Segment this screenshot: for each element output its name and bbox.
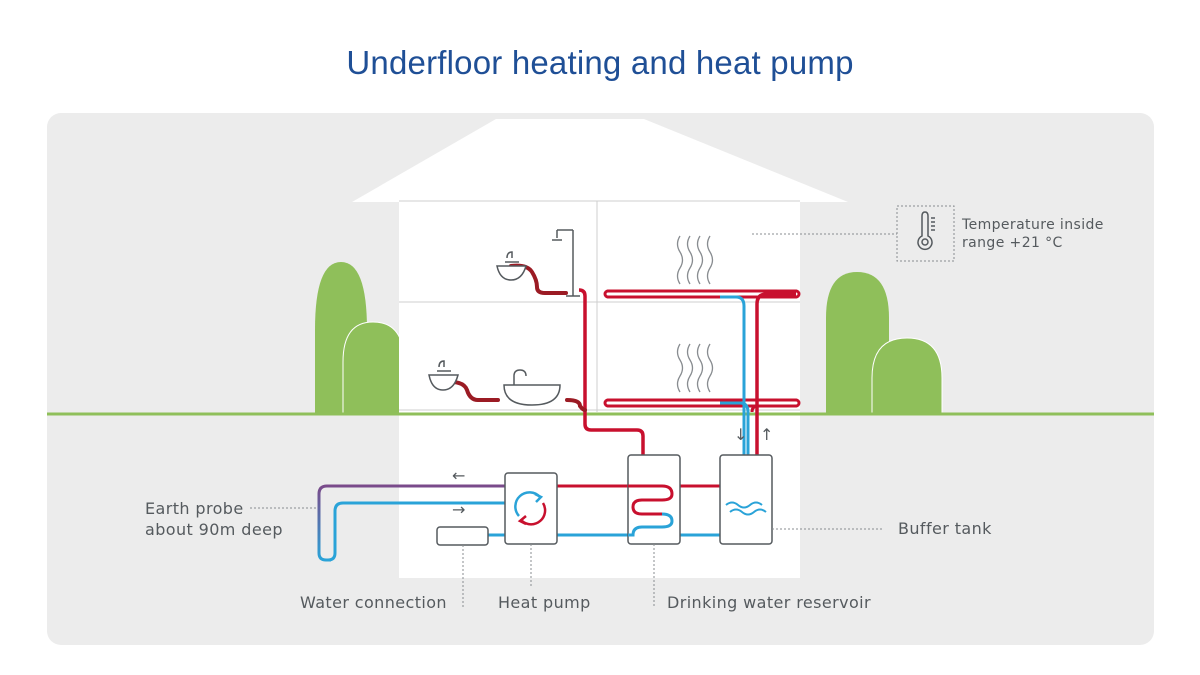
tree-left-group — [315, 262, 405, 416]
return-flow-arrow: ← — [452, 466, 466, 485]
sink-pipe-lower — [449, 380, 500, 402]
earth-probe-label-line1: Earth probe — [145, 499, 244, 518]
temperature-label: Temperature inside range +21 °C — [962, 216, 1104, 252]
drinking-water-reservoir-label: Drinking water reservoir — [667, 593, 871, 612]
sink-icon-lower — [428, 360, 459, 391]
buffer-supply-lower — [750, 404, 759, 413]
tree-right-small — [871, 337, 943, 416]
up-flow-arrow: ↑ — [760, 425, 774, 444]
leader-lines — [250, 233, 897, 608]
wave-icon — [725, 501, 767, 516]
heat-pump-label: Heat pump — [498, 593, 591, 612]
earth-probe-cold — [327, 501, 505, 562]
hot-water-riser — [578, 288, 645, 456]
house-roof — [352, 119, 848, 202]
buffer-tank-label: Buffer tank — [898, 519, 992, 538]
tree-left-small — [342, 321, 405, 416]
temperature-label-line2: range +21 °C — [962, 235, 1063, 251]
underfloor-loop-upper — [603, 289, 801, 299]
tree-right-group — [826, 272, 943, 416]
heat-pump-cycle-icon — [514, 491, 547, 526]
heat-pump-box — [504, 472, 558, 545]
buffer-return-lower — [720, 401, 750, 458]
heat-waves-icon-lower — [676, 343, 714, 393]
earth-probe-label: Earth probe about 90m deep — [145, 498, 283, 540]
thermometer-icon — [917, 211, 935, 251]
earth-probe-hot — [317, 484, 505, 562]
bathtub-icon — [503, 369, 561, 406]
underfloor-loop-lower — [603, 398, 801, 408]
tub-pipe — [565, 398, 587, 412]
water-connection-label: Water connection — [300, 593, 447, 612]
buffer-return-riser — [720, 295, 746, 458]
heat-waves-icon — [676, 235, 714, 285]
reservoir-coil-cold — [628, 512, 674, 537]
temperature-label-line1: Temperature inside — [962, 217, 1104, 233]
shower-icon — [552, 229, 580, 297]
earth-probe-label-line2: about 90m deep — [145, 520, 283, 539]
reservoir-coil-hot — [628, 484, 674, 516]
supply-flow-arrow: → — [452, 500, 466, 519]
water-connection-box — [436, 526, 489, 546]
buffer-tank — [719, 454, 773, 545]
down-flow-arrow: ↓ — [734, 425, 748, 444]
buffer-supply-riser — [755, 292, 796, 458]
sink-icon — [496, 251, 527, 281]
page-title: Underfloor heating and heat pump — [346, 44, 854, 81]
